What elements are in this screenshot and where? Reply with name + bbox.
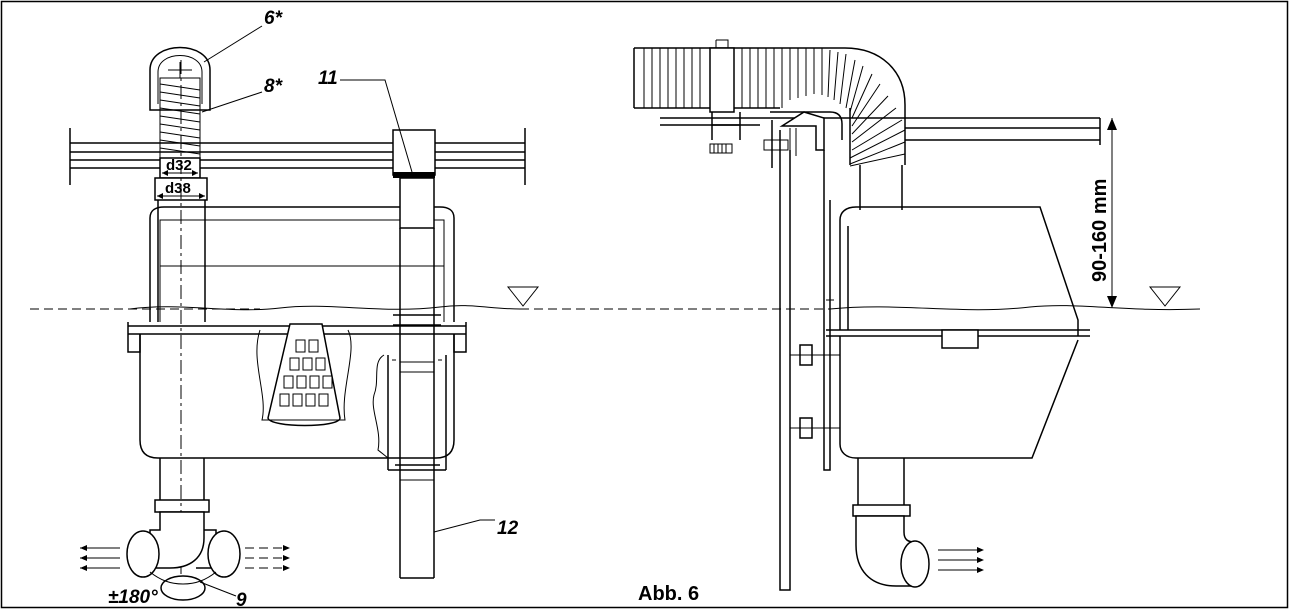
label-part-9: 9 [236, 590, 247, 609]
left-view: d32 d38 [69, 8, 526, 609]
filter-basket [256, 323, 352, 427]
overflow-pipe [372, 129, 447, 579]
label-part-8: 8* [264, 76, 284, 97]
tank-side-view [826, 206, 1090, 459]
label-part-11: 11 [318, 68, 338, 89]
label-rotation: ±180° [108, 587, 158, 608]
dimension-label: 90-160 mm [1089, 179, 1111, 282]
label-part-6: 6* [264, 8, 284, 29]
figure-caption: Abb. 6 [638, 583, 699, 605]
label-d32: d32 [166, 157, 192, 174]
cap-part-6 [149, 46, 211, 111]
corrugated-hose [633, 39, 906, 167]
right-view: 90-160 mm [633, 39, 1117, 591]
label-d38: d38 [165, 180, 191, 197]
label-part-12: 12 [497, 518, 519, 539]
water-level-line [30, 286, 1201, 311]
